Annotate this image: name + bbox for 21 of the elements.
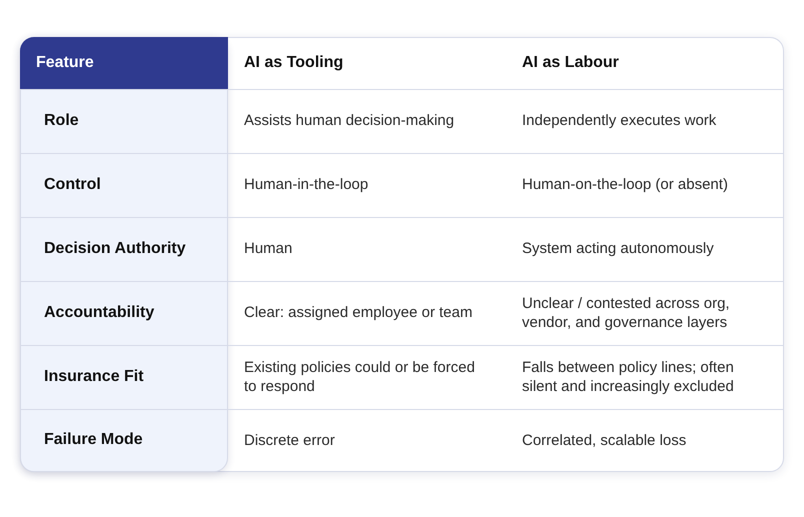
table-cell-text: Falls between policy lines; often silent and increasingly excluded — [521, 358, 735, 397]
table-cell-text: Human-on-the-loop (or absent) — [521, 175, 729, 196]
column-header: AI as Tooling — [243, 52, 344, 73]
table-cell-text: Discrete error — [243, 430, 336, 451]
table-cell-text: Correlated, scalable loss — [521, 430, 688, 451]
table-cell-text: Clear: assigned employee or team — [243, 303, 474, 324]
column-header: AI as Labour — [521, 52, 620, 73]
row-header: Failure Mode — [43, 430, 144, 450]
table-cell-text: Unclear / contested across org, vendor, and governance layers — [521, 294, 731, 333]
table-cell-text: Existing policies could or be forced to respond — [243, 358, 476, 397]
table-cell-text: Human-in-the-loop — [243, 175, 370, 196]
table-cell-text: Human — [243, 239, 294, 260]
row-header: Control — [43, 174, 102, 195]
table-cell-text: Independently executes work — [521, 111, 718, 132]
table-cell-text: Assists human decision-making — [243, 111, 456, 132]
row-header: Insurance Fit — [43, 366, 145, 387]
table-cell-text: System acting autonomously — [521, 239, 715, 260]
column-header: Feature — [20, 37, 228, 89]
row-header: Accountability — [43, 302, 156, 323]
row-header: Decision Authority — [43, 238, 187, 259]
row-header: Role — [43, 110, 80, 131]
